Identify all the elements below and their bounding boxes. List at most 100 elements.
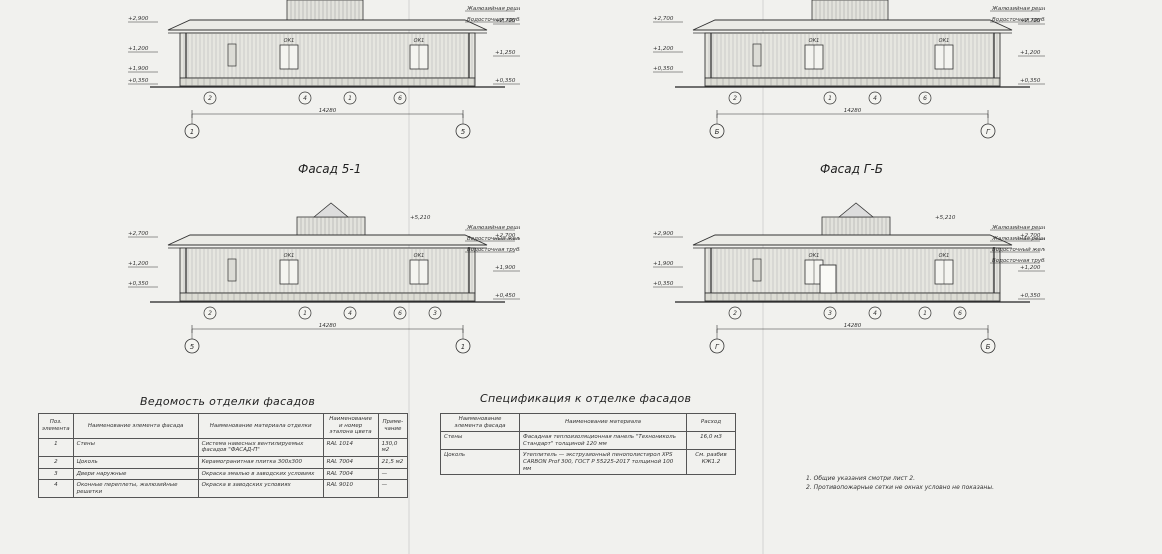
callout-number: 1 bbox=[303, 310, 307, 317]
axis-label: 1 bbox=[461, 343, 465, 351]
facade-title: Фасад Г-Б bbox=[820, 162, 883, 176]
callout-number: 2 bbox=[208, 310, 212, 317]
level-mark: +0,350 bbox=[1020, 78, 1041, 84]
leader-label: Жалюзийная решетка bbox=[991, 236, 1045, 242]
callout-marker bbox=[728, 91, 742, 105]
callout-number: 2 bbox=[733, 310, 737, 317]
callout-number: 1 bbox=[828, 95, 832, 102]
wall bbox=[704, 247, 1001, 294]
window-tag: ОК1 bbox=[284, 253, 295, 259]
level-mark: +2,700 bbox=[653, 16, 674, 22]
axis-marker bbox=[184, 338, 200, 354]
table-cell: Двери наружные bbox=[72, 467, 199, 481]
callout-number: 3 bbox=[433, 310, 437, 317]
table-cell: 1 bbox=[38, 437, 74, 457]
window-tag: ОК1 bbox=[939, 38, 950, 44]
table-header: Наименование элемента фасада bbox=[72, 413, 199, 439]
callout-marker bbox=[393, 306, 407, 320]
leader-label: Жалюзийная решетка bbox=[466, 6, 520, 12]
table-header: Наименование и номер эталона цвета bbox=[322, 413, 379, 439]
roof bbox=[692, 19, 1013, 31]
louvre-grille bbox=[752, 43, 762, 67]
callout-marker bbox=[203, 306, 217, 320]
callout-marker bbox=[298, 306, 312, 320]
louvre-grille bbox=[227, 258, 237, 282]
callout-marker bbox=[868, 91, 882, 105]
dimension-value: 14280 bbox=[844, 108, 862, 114]
table-cell: 21,5 м2 bbox=[377, 455, 409, 469]
table-cell: Стены bbox=[72, 437, 199, 457]
axis-label: Б bbox=[986, 343, 991, 351]
tower-block bbox=[286, 0, 364, 23]
level-mark: +1,200 bbox=[1020, 50, 1041, 56]
level-mark: +5,210 bbox=[935, 215, 956, 221]
level-mark: +0,350 bbox=[1020, 293, 1041, 299]
callout-marker bbox=[298, 91, 312, 105]
level-mark: +1,900 bbox=[128, 66, 149, 72]
general-notes: 1. Общие указания смотри лист 2. 2. Прот… bbox=[806, 474, 994, 492]
level-mark: +1,900 bbox=[495, 265, 516, 271]
callout-number: 6 bbox=[398, 95, 402, 102]
roof bbox=[167, 19, 488, 31]
tower-roof bbox=[837, 202, 875, 218]
spec-table: Наименование элемента фасада Наименовани… bbox=[440, 412, 736, 476]
callout-marker bbox=[823, 306, 837, 320]
table-cell: — bbox=[377, 479, 409, 499]
table-cell: Фасадная теплоизоляционная панель "Техно… bbox=[519, 431, 687, 451]
level-mark: +1,200 bbox=[653, 46, 674, 52]
callout-marker bbox=[343, 306, 357, 320]
plinth bbox=[179, 292, 476, 302]
callout-marker bbox=[823, 91, 837, 105]
callout-marker bbox=[953, 306, 967, 320]
level-mark: +2,700 bbox=[495, 233, 516, 239]
callout-number: 6 bbox=[923, 95, 927, 102]
axis-label: Б bbox=[715, 128, 720, 136]
level-mark: +2,700 bbox=[495, 18, 516, 24]
window-tag: ОК1 bbox=[809, 38, 820, 44]
dimension-value: 14280 bbox=[319, 323, 337, 329]
axis-marker bbox=[709, 338, 725, 354]
callout-number: 4 bbox=[873, 310, 877, 317]
note-line: 1. Общие указания смотри лист 2. bbox=[806, 475, 916, 482]
table-cell: RAL 1014 bbox=[322, 437, 379, 457]
leader-label: Жалюзийная решетка bbox=[991, 225, 1045, 231]
leader-label: Водосточная труба bbox=[992, 17, 1045, 23]
table-header: Наименование материала отделки bbox=[197, 413, 324, 439]
window-tag: ОК1 bbox=[939, 253, 950, 259]
table-header: Наименование элемента фасада bbox=[440, 412, 520, 433]
callout-number: 6 bbox=[958, 310, 962, 317]
table-cell: Цоколь bbox=[440, 449, 520, 476]
table-cell: Цоколь bbox=[72, 455, 199, 469]
callout-number: 6 bbox=[398, 310, 402, 317]
wall bbox=[179, 247, 476, 294]
louvre-grille bbox=[752, 258, 762, 282]
table-cell: — bbox=[377, 467, 409, 481]
callout-marker bbox=[343, 91, 357, 105]
callout-number: 2 bbox=[733, 95, 737, 102]
axis-marker bbox=[980, 123, 996, 139]
table-cell: 16,0 м3 bbox=[686, 431, 736, 451]
wall bbox=[704, 32, 1001, 79]
table-cell: Система навесных вентилируемых фасадов "… bbox=[197, 437, 324, 457]
table-cell: 2 bbox=[38, 455, 74, 469]
table-header: Поз. элемента bbox=[38, 413, 74, 439]
callout-marker bbox=[728, 306, 742, 320]
roof bbox=[167, 234, 488, 246]
axis-marker bbox=[980, 338, 996, 354]
callout-marker bbox=[868, 306, 882, 320]
table-cell: Окраска в заводских условиях bbox=[197, 479, 324, 499]
callout-marker bbox=[918, 306, 932, 320]
leader-label: Водосточная труба bbox=[467, 17, 520, 23]
level-mark: +0,350 bbox=[128, 281, 149, 287]
window-tag: ОК1 bbox=[284, 38, 295, 44]
axis-label: Г bbox=[715, 343, 720, 351]
callout-marker bbox=[203, 91, 217, 105]
axis-marker bbox=[709, 123, 725, 139]
leader-label: Водосточный желоб bbox=[467, 236, 520, 242]
window-tag: ОК1 bbox=[414, 253, 425, 259]
callout-marker bbox=[428, 306, 442, 320]
